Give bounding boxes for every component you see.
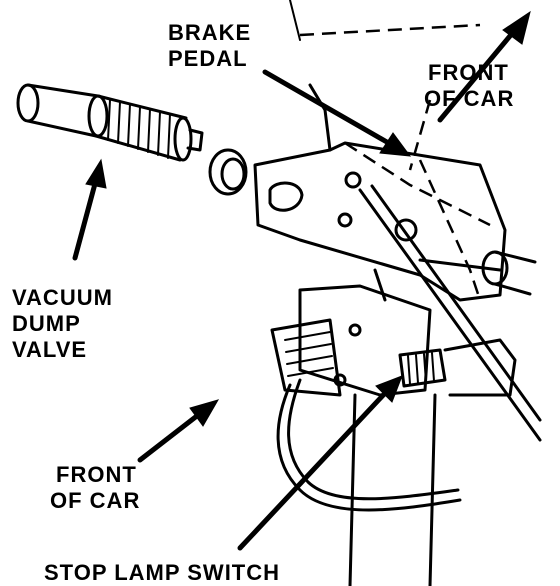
brake-pedal-label-line1: BRAKE [168,20,252,45]
brake-pedal-arrow [262,69,395,148]
stop-lamp-switch-label: STOP LAMP SWITCH [44,560,281,585]
front-of-car-top-arrow [437,27,518,123]
pedal-pin [481,250,537,296]
pedal-bracket [253,141,507,302]
stop-lamp-switch-part [270,284,517,397]
front-of-car-bottom-label-line2: OF CAR [50,488,141,513]
vacuum-dump-valve-label-line3: VALVE [12,337,88,362]
front-of-car-top-label: FRONT OF CAR [424,60,514,112]
vacuum-dump-valve-arrow [72,177,99,261]
vacuum-dump-valve-label-line1: VACUUM [12,285,113,310]
front-of-car-top-arrowhead [502,10,531,45]
front-of-car-bottom-label-line1: FRONT [56,462,137,487]
wire-harness [276,378,462,512]
front-of-car-top-label-line2: OF CAR [424,86,515,111]
stop-lamp-switch-arrowhead [375,375,403,403]
front-of-car-bottom-arrowhead [189,399,220,427]
brake-pedal-label-line2: PEDAL [168,46,248,71]
front-of-car-bottom-arrow [137,409,205,463]
front-of-car-bottom-label: FRONT OF CAR [50,462,140,514]
vacuum-dump-valve-part [16,83,204,162]
vacuum-dump-valve-label: VACUUM DUMP VALVE [12,285,113,363]
brake-pedal-arrowhead [379,132,412,157]
front-of-car-top-label-line1: FRONT [428,60,509,85]
column-tube [348,268,437,586]
brake-pedal-label: BRAKE PEDAL [168,20,251,72]
retainer-clip [208,148,248,196]
vacuum-dump-valve-label-line2: DUMP [12,311,81,336]
vacuum-dump-valve-arrowhead [85,158,107,189]
stop-lamp-switch-arrow [237,387,391,551]
